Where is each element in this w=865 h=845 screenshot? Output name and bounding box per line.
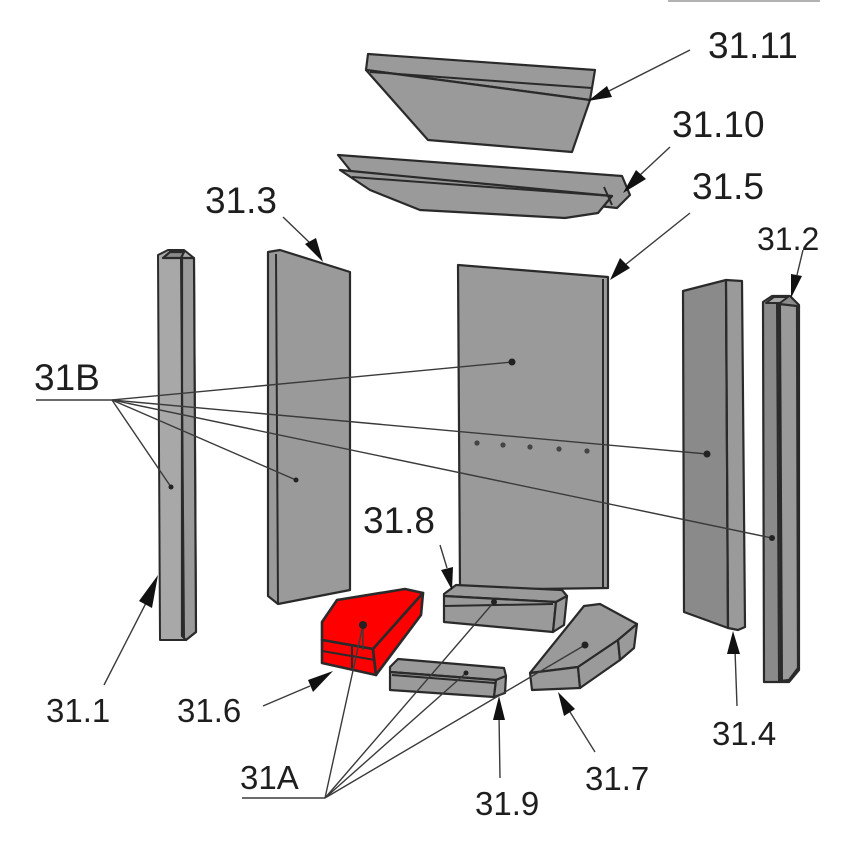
part-31-10-lower-baffle[interactable] xyxy=(336,153,632,220)
part-31-9-middle-brick[interactable] xyxy=(388,657,508,699)
air-hole xyxy=(500,442,506,448)
label-31-2: 31.2 xyxy=(757,221,819,257)
label-31A: 31A xyxy=(240,759,299,796)
callout-31-6 xyxy=(262,671,333,707)
label-31-4: 31.4 xyxy=(712,715,776,752)
label-31-6: 31.6 xyxy=(177,692,241,729)
callout-31-5 xyxy=(610,212,691,280)
label-31-3: 31.3 xyxy=(205,180,277,221)
callout-31-1 xyxy=(103,575,158,686)
air-hole xyxy=(527,444,533,450)
callout-31-10 xyxy=(623,146,671,193)
callout-31-8 xyxy=(439,544,453,590)
label-31-11: 31.11 xyxy=(708,25,798,66)
group-31B-leaders xyxy=(36,358,775,541)
callout-31-11 xyxy=(588,49,691,101)
callout-31-2 xyxy=(791,249,804,298)
label-31-5: 31.5 xyxy=(692,166,764,207)
callout-31-9 xyxy=(493,696,505,779)
label-31-10: 31.10 xyxy=(672,104,765,145)
air-hole xyxy=(556,446,562,452)
label-31-7: 31.7 xyxy=(585,760,649,797)
label-31-9: 31.9 xyxy=(475,785,539,822)
part-31-5-rear-panel[interactable] xyxy=(456,263,610,592)
part-31-4-right-panel[interactable] xyxy=(681,278,747,632)
label-31-1: 31.1 xyxy=(46,692,110,729)
part-31-6-highlighted-brick[interactable] xyxy=(320,587,425,677)
label-31B: 31B xyxy=(34,357,100,398)
part-31-3-left-panel[interactable] xyxy=(266,248,352,606)
air-hole xyxy=(474,440,480,446)
callout-31-7 xyxy=(558,692,596,753)
group-31A-leaders xyxy=(242,599,589,799)
part-31-2-right-column[interactable] xyxy=(761,294,801,684)
label-31-8: 31.8 xyxy=(363,500,435,541)
part-31-11-upper-baffle[interactable] xyxy=(364,52,597,154)
callout-31-4 xyxy=(727,631,740,707)
part-31-8-rear-brick[interactable] xyxy=(442,583,569,634)
part-31-7-right-brick[interactable] xyxy=(528,602,639,692)
part-31-1-left-column[interactable] xyxy=(157,249,198,642)
callout-31-3 xyxy=(282,216,323,262)
air-hole xyxy=(584,448,590,454)
